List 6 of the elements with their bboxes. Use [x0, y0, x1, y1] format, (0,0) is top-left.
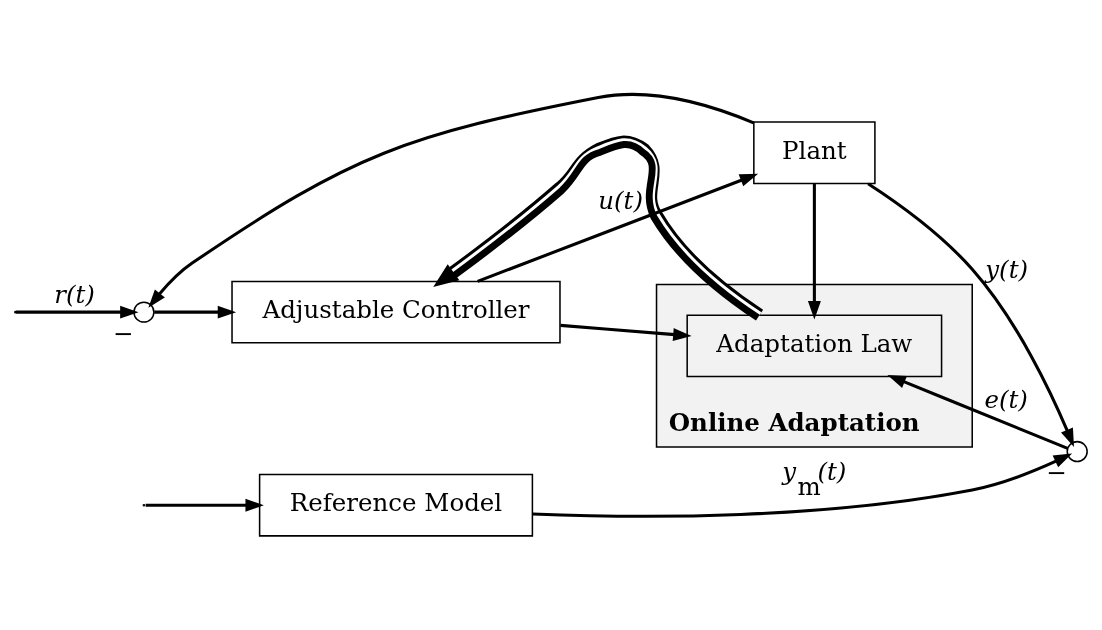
- node-label: −: [1046, 458, 1067, 488]
- edge-label: y(t): [985, 255, 1029, 285]
- edge-label: e(t): [984, 385, 1028, 415]
- edge-label: r(t): [54, 279, 95, 309]
- node-label: −: [112, 318, 134, 348]
- edge-label: u(t): [598, 186, 644, 216]
